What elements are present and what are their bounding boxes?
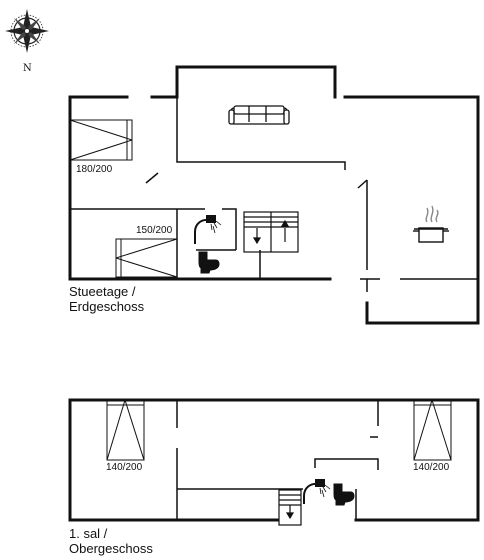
bed-icon	[69, 119, 133, 161]
first-floor-label-de: Obergeschoss	[69, 541, 153, 556]
first-floor-interior	[176, 400, 379, 520]
bed-icon	[413, 399, 452, 461]
staircase-icon	[243, 211, 299, 253]
toilet-icon	[198, 251, 220, 274]
sofa-icon	[228, 105, 290, 125]
bed-size-label: 140/200	[106, 462, 143, 473]
bed-size-label: 140/200	[413, 462, 450, 473]
ground-floor-label: Stueetage /	[69, 284, 136, 299]
shower-icon	[194, 215, 222, 244]
bed-size-label: 150/200	[136, 225, 173, 236]
ground-floor-walls	[68, 65, 480, 325]
ground-floor-label-de: Erdgeschoss	[69, 299, 145, 314]
toilet-icon	[333, 483, 355, 506]
bed-icon	[115, 238, 178, 278]
first-floor-label: 1. sal /	[69, 526, 108, 541]
shower-icon	[303, 479, 331, 504]
compass-north-label: N	[23, 63, 32, 74]
staircase-icon	[278, 489, 302, 526]
bed-icon	[106, 399, 145, 461]
ground-floor-interior	[70, 97, 478, 292]
bed-size-label: 180/200	[76, 164, 113, 175]
cooking-pot-icon	[413, 205, 449, 243]
first-floor-walls	[68, 398, 480, 522]
compass-rose-icon	[5, 9, 49, 53]
